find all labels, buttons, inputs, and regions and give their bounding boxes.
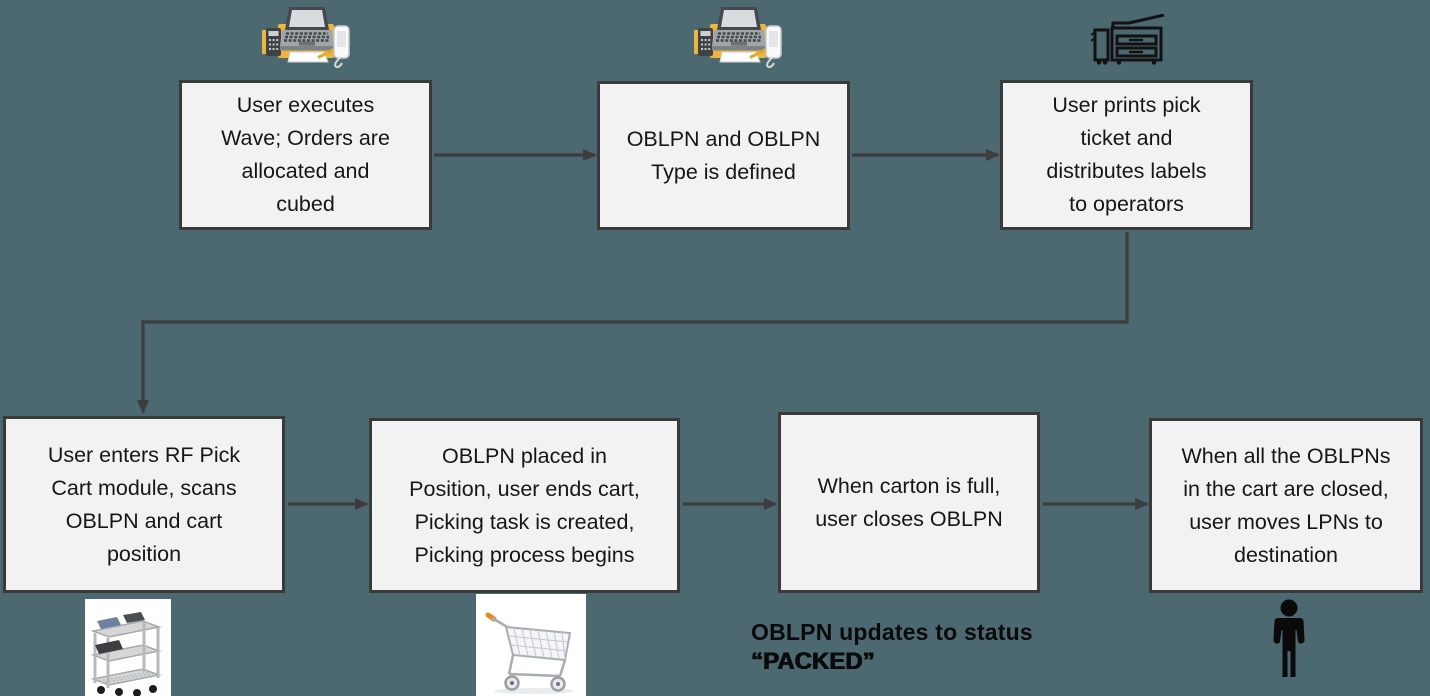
box-print-pick-ticket: User prints pick ticket and distributes …: [1000, 80, 1253, 230]
box-carton-full-close-oblpn: When carton is full, user closes OBLPN: [778, 412, 1040, 593]
shopping-cart-image: [476, 594, 586, 696]
box-label: When carton is full, user closes OBLPN: [815, 473, 1003, 531]
box-label: When all the OBLPNs in the cart are clos…: [1181, 443, 1391, 567]
arrow-step3-to-step4-elbow: [137, 232, 1129, 414]
box-rf-pick-cart-module: User enters RF Pick Cart module, scans O…: [3, 416, 285, 593]
box-label: User prints pick ticket and distributes …: [1046, 93, 1207, 216]
person-icon: [1273, 599, 1305, 677]
pick-cart-graphic: [90, 612, 162, 696]
box-label: User enters RF Pick Cart module, scans O…: [47, 442, 241, 566]
box-oblpn-placed-in-position: OBLPN placed in Position, user ends cart…: [369, 418, 680, 593]
status-note-line2: “PACKED”: [751, 648, 875, 675]
box-label: OBLPN and OBLPN Type is defined: [626, 126, 821, 184]
box-label: User executes Wave; Orders are allocated…: [221, 93, 390, 216]
workstation-icon: [694, 7, 782, 68]
box-oblpn-type-defined: OBLPN and OBLPN Type is defined: [597, 81, 850, 230]
box-move-lpns-to-destination: When all the OBLPNs in the cart are clos…: [1149, 418, 1423, 593]
copier-icon: [1091, 14, 1165, 65]
status-note-line1: OBLPN updates to status: [751, 619, 1033, 645]
box-label: OBLPN placed in Position, user ends cart…: [409, 443, 640, 567]
shopping-cart-graphic: [485, 612, 574, 694]
box-user-executes-wave: User executes Wave; Orders are allocated…: [179, 80, 432, 230]
status-note: OBLPN updates to status “PACKED”: [751, 617, 1033, 677]
workstation-icon: [262, 7, 350, 68]
pick-cart-image: [85, 599, 171, 696]
